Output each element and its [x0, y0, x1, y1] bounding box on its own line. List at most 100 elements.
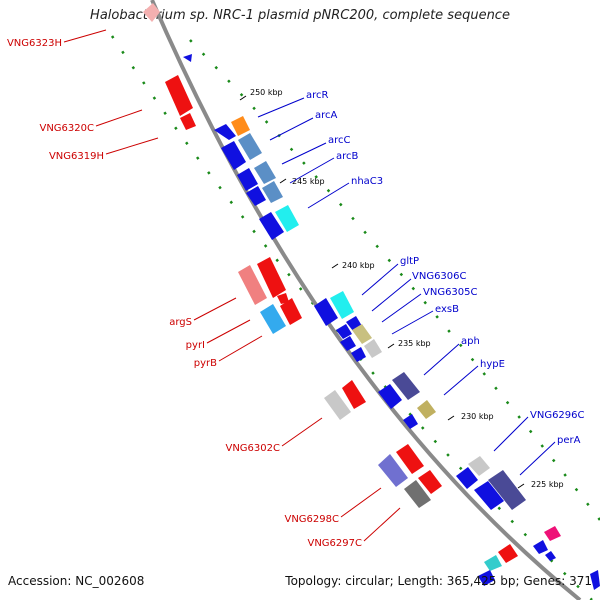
gene-arrow [275, 205, 299, 232]
gene-label: pyrI [186, 340, 205, 351]
leader-line [423, 343, 460, 376]
leader-line [193, 297, 237, 321]
tick-label: 225 kbp [531, 480, 564, 489]
leader-line [363, 507, 401, 542]
gene-arrow [221, 141, 246, 170]
gene-arrow [254, 161, 276, 184]
gene-arrow [498, 544, 518, 563]
gene-arrow [324, 390, 351, 420]
tick-label: 240 kbp [342, 261, 375, 270]
gene-arrow [468, 456, 490, 476]
gene-label: nhaC3 [351, 176, 383, 187]
gene-arrow [246, 186, 266, 206]
gene-arrow [330, 291, 354, 319]
leader-line [281, 417, 323, 447]
leader-line [443, 365, 479, 396]
gene-arrow [314, 298, 338, 326]
gene-arrow [396, 444, 424, 474]
tick-label: 235 kbp [398, 339, 431, 348]
tick-mark [239, 95, 247, 101]
gene-arrow [336, 324, 352, 339]
gene-arrow [238, 265, 267, 305]
gene-arrow [259, 212, 284, 240]
gene-label: VNG6296C [530, 410, 585, 421]
gene-arrow [417, 400, 436, 419]
tick-mark [447, 415, 455, 421]
gene-label: VNG6319H [49, 151, 104, 162]
gene-arrow [533, 540, 548, 554]
gene-arrow [378, 454, 408, 487]
gene-arrow [340, 336, 356, 351]
gene-label: arcC [328, 135, 351, 146]
gene-arrow [488, 470, 526, 510]
leader-line [281, 142, 327, 165]
gene-arrow [214, 124, 236, 140]
forward-gene-labels: arcR arcA arcC arcB nhaC3 gltP VNG6306C … [306, 90, 585, 446]
gene-arrow [257, 257, 286, 298]
plasmid-backbone [150, 0, 582, 600]
gene-arrow [484, 555, 502, 571]
gene-arrow [404, 480, 431, 508]
tick-mark [279, 178, 287, 184]
leader-line [105, 137, 159, 155]
gene-arrow [478, 570, 495, 586]
gene-arrow [342, 380, 366, 409]
gene-label: arcB [336, 151, 359, 162]
leader-line [307, 182, 350, 209]
accession-label: Accession: NC_002608 [8, 574, 145, 588]
gene-arrow [474, 481, 504, 510]
gene-arrow [180, 113, 196, 130]
gene-label: VNG6297C [307, 538, 362, 549]
leader-line [493, 416, 529, 452]
leader-line [340, 487, 382, 518]
gene-arrow [231, 116, 250, 136]
leader-line [95, 109, 143, 127]
gene-arrow [545, 551, 556, 561]
gene-arrow [238, 133, 262, 160]
gene-arrow [237, 168, 258, 191]
reverse-gene-labels: VNG6323H VNG6320C VNG6319H argS pyrI pyr… [7, 38, 362, 549]
tick-mark [517, 483, 525, 489]
gene-label: hypE [480, 359, 505, 370]
leader-line [257, 97, 305, 118]
gene-label: gltP [400, 256, 419, 267]
gene-arrow [392, 372, 420, 400]
gene-arrow [183, 54, 192, 62]
gene-arrow [456, 467, 478, 489]
gene-arrow [378, 384, 402, 409]
gene-arrow [280, 298, 302, 325]
leader-line [63, 29, 107, 43]
gene-label: exsB [435, 304, 459, 315]
leader-line [269, 117, 314, 141]
tick-label: 250 kbp [250, 88, 283, 97]
leader-line [371, 278, 412, 312]
gene-label: arcA [315, 110, 338, 121]
gene-arrow [351, 347, 366, 362]
tick-mark [387, 343, 395, 349]
gene-label: VNG6323H [7, 38, 62, 49]
leader-line [206, 319, 251, 344]
gene-label: argS [169, 317, 192, 328]
gene-arrow [403, 414, 418, 429]
gene-label: perA [557, 435, 581, 446]
leader-line [381, 293, 422, 323]
map-title: Halobacterium sp. NRC-1 plasmid pNRC200,… [90, 8, 510, 23]
gene-arrow [143, 3, 160, 22]
tick-label: 230 kbp [461, 412, 494, 421]
gene-label: arcR [306, 90, 329, 101]
gene-arrow [277, 293, 289, 304]
gene-arrow [165, 75, 193, 116]
leader-line [361, 263, 399, 296]
reverse-leader-lines [63, 29, 401, 542]
gene-arrow [544, 526, 561, 541]
leader-line [519, 441, 556, 476]
leader-line [289, 157, 335, 184]
tick-label: 245 kbp [292, 177, 325, 186]
leader-line [391, 310, 434, 335]
gene-label: VNG6306C [412, 271, 467, 282]
gene-label: VNG6305C [423, 287, 478, 298]
gene-label: pyrB [194, 358, 217, 369]
forward-leader-lines [257, 97, 556, 476]
